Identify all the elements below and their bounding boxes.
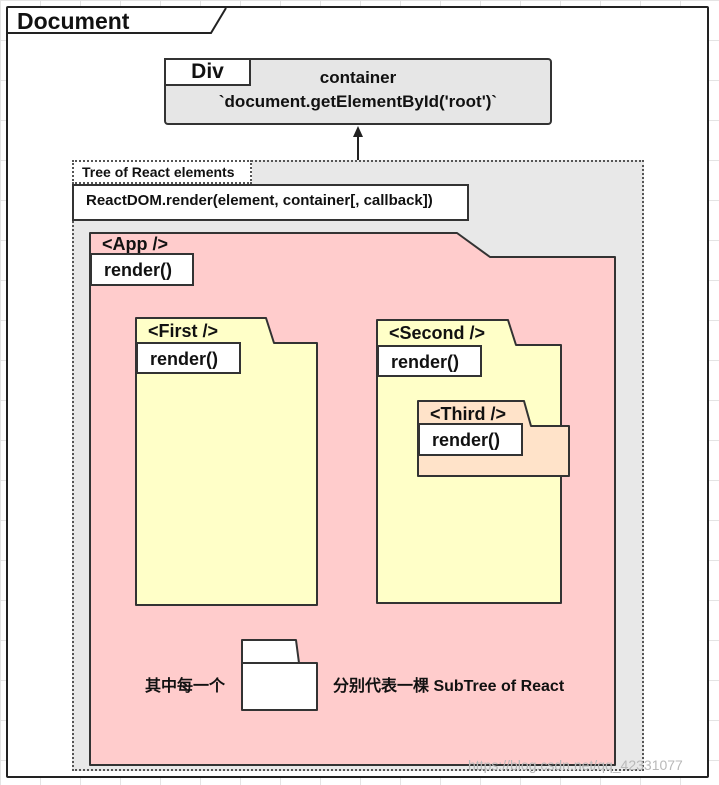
react-tree-tab [72, 160, 252, 184]
react-tree-label: Tree of React elements [82, 164, 235, 180]
div-tag-tab [164, 58, 251, 86]
render-arrow [353, 126, 363, 160]
div-tag-label: Div [191, 60, 224, 83]
watermark-text: https://blog.csdn.net/qq_42331077 [468, 757, 683, 773]
legend-text-left: 其中每一个 [145, 678, 226, 695]
legend-folder-icon [241, 639, 318, 711]
app-render-method: render() [90, 253, 194, 286]
document-title: Document [17, 8, 130, 34]
app-component-name: <App /> [102, 234, 169, 254]
second-render-method: render() [377, 345, 482, 377]
document-tab [6, 7, 227, 34]
third-render-method: render() [418, 423, 523, 456]
div-get-element-text: `document.getElementById('root')` [218, 92, 498, 111]
div-container-label: container [319, 68, 397, 87]
first-render-method: render() [136, 342, 241, 374]
third-component-name: <Third /> [430, 404, 507, 424]
reactdom-render-text: ReactDOM.render(element, container[, cal… [86, 192, 433, 209]
second-component-name: <Second /> [389, 323, 486, 343]
first-folder [135, 317, 318, 606]
legend-text-right: 分别代表一棵 SubTree of React [333, 678, 565, 695]
first-component-name: <First /> [148, 321, 219, 341]
reactdom-render-box [72, 184, 469, 221]
